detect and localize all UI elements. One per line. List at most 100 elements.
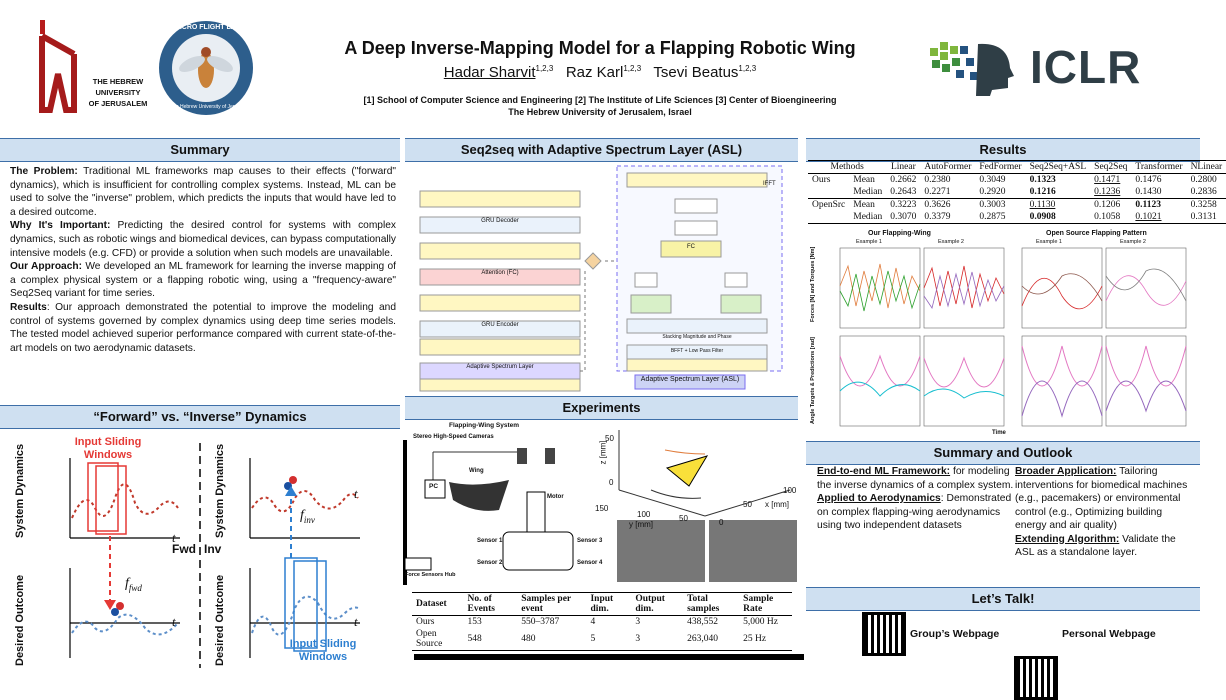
adaptive-spectrum-layer: Adaptive Spectrum Layer: [466, 364, 534, 370]
group-qr-code[interactable]: [862, 612, 906, 656]
approach-text: We developed an ML framework for learnin…: [10, 261, 396, 300]
exp-r0-c6: 5,000 Hz: [743, 617, 778, 627]
t-label-2: t: [172, 614, 176, 629]
ylabel-forces: Forces [N] and Torques [Nm]: [810, 246, 816, 322]
res-r0-c0: Ours: [812, 175, 831, 185]
res-h-0: Methods: [830, 162, 864, 172]
fwd-inv-heading: “Forward” vs. “Inverse” Dynamics: [0, 405, 400, 429]
res-r3-c4: 0.2875: [979, 212, 1006, 222]
time-label: Time: [992, 430, 1006, 436]
huji-line-2: UNIVERSITY: [95, 88, 141, 97]
sensor-1: Sensor 1: [477, 538, 503, 544]
t-label-1: t: [172, 530, 176, 545]
ex1-b: Example 1: [1036, 239, 1062, 245]
huji-line-3: OF JERUSALEM: [88, 99, 148, 108]
results-text: : Our approach demonstrated the potentia…: [10, 301, 396, 354]
results-label: Results: [10, 301, 47, 313]
res-r2-c7: 0.1123: [1135, 200, 1162, 210]
outlook-heading: Summary and Outlook: [806, 441, 1200, 465]
inv-label: Inv: [204, 542, 222, 556]
force-hub-label: Force Sensors Hub: [405, 572, 456, 578]
fc-block: FC: [687, 244, 695, 250]
res-r0-c2: 0.2662: [890, 175, 917, 185]
exp-h-6: Sample Rate: [743, 594, 774, 614]
res-h-3: FedFormer: [979, 162, 1022, 172]
res-r1-c2: 0.2643: [890, 187, 917, 197]
pc-label: PC: [429, 483, 439, 490]
in-win-l1: Input Sliding: [74, 436, 142, 448]
res-r1-c7: 0.1430: [1135, 187, 1162, 197]
res-r0-c8: 0.2800: [1190, 175, 1217, 185]
ylabel-angles: Angle Targets & Predictions [rad]: [810, 337, 816, 424]
personal-webpage-link[interactable]: Personal Webpage: [1062, 628, 1156, 640]
affiliation-list: [1] School of Computer Science and Engin…: [363, 95, 837, 105]
res-r0-c1: Mean: [853, 175, 875, 185]
exp-r1-c3: 5: [590, 634, 596, 644]
sensor-2: Sensor 2: [477, 560, 503, 566]
fwd-label: Fwd: [172, 542, 196, 556]
iclr-text: ICLR: [1030, 41, 1142, 93]
exp-h-3: Input dim.: [590, 594, 614, 614]
group-webpage-link[interactable]: Group’s Webpage: [910, 628, 1000, 640]
exp-h-0: Dataset: [416, 599, 447, 609]
ylabel-system-right: System Dynamics: [214, 443, 226, 538]
exp-r1-c1: 548: [467, 634, 482, 644]
y-tick-0: 0: [719, 518, 724, 527]
exp-r1-c6: 25 Hz: [743, 634, 767, 644]
res-r2-c1: Mean: [853, 200, 875, 210]
outlook-r1-text: Tailoring interventions for biomedical m…: [1015, 466, 1188, 531]
res-r1-c8: 0.2836: [1190, 187, 1217, 197]
exp-r1-c5: 263,040: [687, 634, 718, 644]
res-r3-c1: Median: [853, 212, 883, 222]
res-r2-c4: 0.3003: [979, 200, 1006, 210]
res-r2-c6: 0.1206: [1094, 200, 1121, 210]
outlook-r1-label: Broader Application:: [1015, 466, 1117, 477]
res-r3-c6: 0.1058: [1094, 212, 1121, 222]
res-r1-c1: Median: [853, 187, 883, 197]
asl-caption: Adaptive Spectrum Layer (ASL): [640, 376, 740, 383]
exp-r0-c3: 4: [590, 617, 596, 627]
in-win-r2: Windows: [298, 651, 348, 663]
plot-left-title: Our Flapping-Wing: [868, 230, 931, 237]
poster-title: A Deep Inverse-Mapping Model for a Flapp…: [344, 38, 856, 58]
problem-text: Traditional ML frameworks map causes to …: [10, 166, 396, 218]
f-inv-label: finv: [300, 508, 315, 525]
exp-h-5: Total samples: [687, 594, 720, 614]
res-r2-c8: 0.3258: [1190, 200, 1217, 210]
ex2-a: Example 2: [938, 239, 964, 245]
y-tick-100: 100: [637, 510, 651, 519]
outlook-l1-text: for modeling the inverse dynamics of a c…: [817, 466, 1014, 491]
outlook-l2-text: : Demonstrated on complex flapping-wing …: [817, 493, 1012, 531]
mfl-sub: The Hebrew University of Jerusalem: [170, 104, 251, 110]
bottom-bar: [414, 654, 804, 660]
problem-label: The Problem:: [10, 166, 78, 177]
res-r2-c5: 0.1130: [1029, 200, 1056, 210]
gru-decoder: GRU Decoder: [481, 218, 519, 224]
motor-label: Motor: [547, 494, 564, 500]
in-win-r1: Input Sliding: [289, 638, 357, 650]
experiments-heading: Experiments: [405, 396, 798, 420]
in-win-l2: Windows: [83, 449, 133, 461]
res-r1-c6: 0.1236: [1094, 187, 1121, 197]
personal-qr-code[interactable]: [1014, 656, 1058, 700]
exp-r0-c4: 3: [635, 617, 641, 627]
micro-flight-lab-logo: MICRO FLIGHT LAB The Hebrew University o…: [156, 18, 256, 118]
author-2: Raz Karl: [565, 64, 624, 81]
t-label-4: t: [354, 614, 358, 629]
res-r0-c6: 0.1471: [1094, 175, 1121, 185]
res-r1-c5: 0.1216: [1029, 187, 1056, 197]
exp-r0-c0: Ours: [416, 617, 435, 627]
author-3: Tsevi Beatus: [653, 64, 739, 81]
architecture-diagram: GRU Decoder Attention (FC) GRU Encoder A…: [405, 161, 798, 393]
cameras-label: Stereo High-Speed Cameras: [413, 434, 494, 440]
x-tick-100: 100: [783, 486, 797, 495]
res-r3-c2: 0.3070: [890, 212, 917, 222]
res-r1-c3: 0.2271: [924, 187, 951, 197]
approach-label: Our Approach:: [10, 261, 82, 273]
bfft-label: BFFT + Low Pass Filter: [670, 348, 724, 354]
f-fwd-sub: fwd: [128, 582, 142, 593]
exp-r0-c1: 153: [467, 617, 482, 627]
z-tick-0: 0: [609, 478, 614, 487]
res-r3-c3: 0.3379: [924, 212, 951, 222]
